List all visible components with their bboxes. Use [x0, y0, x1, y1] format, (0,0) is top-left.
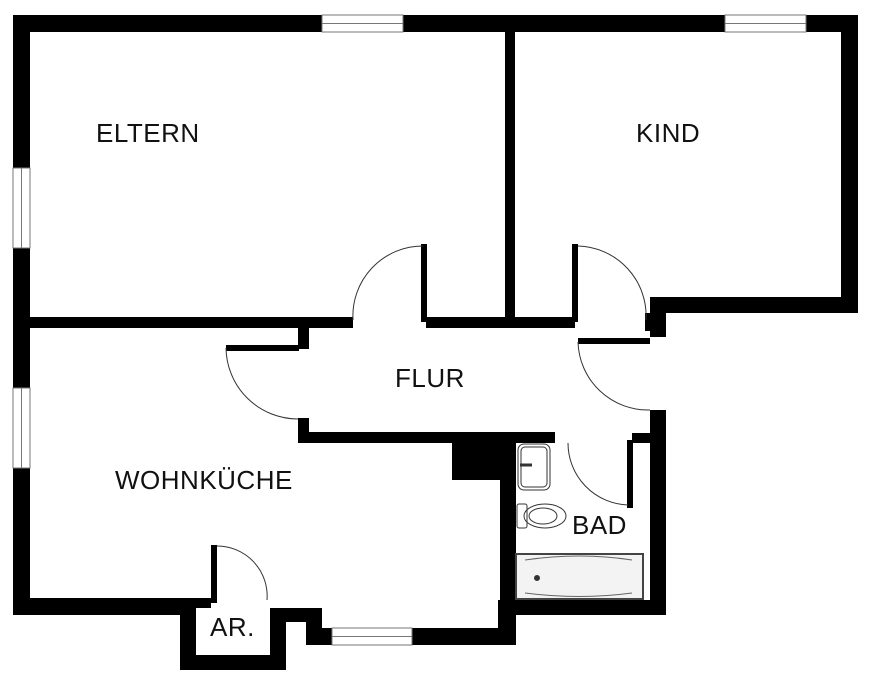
door-eltern-swing — [352, 245, 424, 321]
room-label-wohnkueche: WOHNKÜCHE — [115, 465, 293, 495]
window-eltern-top — [321, 14, 404, 33]
room-label-kind: KIND — [636, 118, 701, 148]
door-wohnkueche-swing — [225, 347, 299, 420]
toilet-icon — [516, 503, 567, 529]
walls — [13, 15, 858, 670]
window-kind-top — [724, 14, 807, 33]
fixtures — [515, 443, 644, 600]
window-eltern-left — [12, 167, 31, 249]
door-flur-bad-swing — [577, 341, 651, 411]
window-wohnkueche-left — [12, 387, 31, 469]
window-wohnkueche-bottom — [331, 627, 413, 646]
washbasin-icon — [517, 443, 551, 491]
room-label-eltern: ELTERN — [96, 118, 200, 148]
room-label-bad: BAD — [572, 510, 627, 540]
bathtub-icon — [515, 553, 644, 600]
door-kind-swing — [577, 245, 647, 321]
room-label-ar: AR. — [210, 612, 255, 642]
door-ar-swing — [216, 545, 268, 601]
windows — [12, 14, 807, 646]
door-swings — [216, 245, 651, 601]
door-bad-swing — [567, 442, 629, 506]
room-label-flur: FLUR — [395, 363, 465, 393]
